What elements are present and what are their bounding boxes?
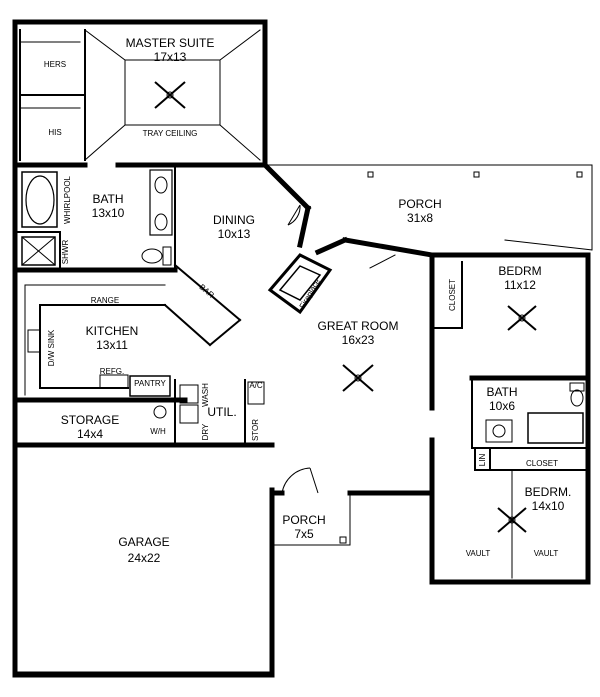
water-heater-label: W/H (150, 427, 166, 436)
kitchen-name: KITCHEN (86, 324, 139, 338)
washer-label: WASH (201, 383, 210, 407)
bedroom-1-name: BEDRM (498, 264, 541, 278)
storage-closet-label: STOR (251, 419, 260, 441)
whirlpool-label: WHIRLPOOL (63, 175, 72, 224)
porch-back-name: PORCH (398, 197, 441, 211)
storage-name: STORAGE (61, 413, 119, 427)
refrigerator-label: REFG. (100, 367, 124, 376)
ceiling-fan-icon (507, 305, 537, 331)
range-label: RANGE (91, 296, 119, 305)
bedroom-1-dims: 11x12 (504, 278, 536, 292)
garage: GARAGE 24x22 (17, 535, 271, 673)
pantry-label: PANTRY (134, 379, 166, 388)
ac-label: A/C (249, 381, 263, 390)
dw-sink-label: D/W SINK (47, 329, 56, 366)
vault-right-label: VAULT (534, 549, 559, 558)
vault-left-label: VAULT (466, 549, 491, 558)
back-porch: PORCH 31x8 (264, 164, 593, 251)
master-bath: WHIRLPOOL SHWR BATH 13x10 (12, 164, 178, 273)
porch-front-dims: 7x5 (294, 527, 314, 541)
dryer-label: DRY (201, 423, 210, 440)
fireplace-label: Fireplace (298, 277, 323, 310)
dining: DINING 10x13 (213, 204, 301, 241)
utility-name: UTIL. (207, 405, 236, 419)
bedroom-2-name: BEDRM. (525, 485, 572, 499)
bedroom-2-dims: 14x10 (532, 499, 565, 513)
kitchen: BAR RANGE D/W SINK KITCHEN 13x11 REFG. P… (12, 263, 242, 403)
linen-closet-label: LIN (478, 454, 487, 467)
tray-ceiling-label: TRAY CEILING (143, 129, 198, 138)
exterior-walls (12, 19, 591, 678)
his-closet-label: HIS (48, 128, 61, 137)
master-bath-dims: 13x10 (92, 206, 125, 220)
porch-back-dims: 31x8 (407, 211, 433, 225)
front-porch: PORCH 7x5 (271, 467, 351, 546)
hers-closet-label: HERS (44, 60, 66, 69)
bedroom-1: CLOSET BEDRM 11x12 (431, 261, 591, 381)
storage-dims: 14x4 (77, 427, 103, 441)
great-room-name: GREAT ROOM (318, 319, 399, 333)
ceiling-fan-icon (342, 364, 374, 392)
master-bath-name: BATH (92, 192, 123, 206)
bedroom-2: LIN CLOSET BEDRM. 14x10 VAULT VAULT (466, 447, 589, 579)
bath-2-name: BATH (486, 385, 517, 399)
garage-name: GARAGE (118, 535, 169, 549)
master-suite: HERS HIS MASTER SUITE 17x13 TRAY CEILING (12, 29, 268, 168)
dining-name: DINING (213, 213, 255, 227)
master-suite-name: MASTER SUITE (126, 36, 215, 50)
bedroom-1-closet-label: CLOSET (448, 279, 457, 311)
ceiling-fan-icon (154, 81, 186, 109)
fireplace: Fireplace (267, 253, 333, 315)
bath-2-dims: 10x6 (489, 399, 515, 413)
kitchen-dims: 13x11 (96, 338, 128, 352)
garage-dims: 24x22 (128, 551, 161, 565)
dining-dims: 10x13 (218, 227, 251, 241)
great-room: GREAT ROOM 16x23 (318, 254, 399, 392)
master-suite-dims: 17x13 (154, 50, 187, 64)
shower-label: SHWR (61, 240, 70, 265)
great-room-dims: 16x23 (342, 333, 375, 347)
bath-2: BATH 10x6 (471, 377, 589, 449)
storage-utility: STORAGE 14x4 W/H WASH DRY UTIL. A/C STOR (12, 379, 275, 448)
porch-front-name: PORCH (282, 513, 325, 527)
bedroom-2-closet-label: CLOSET (526, 459, 558, 468)
